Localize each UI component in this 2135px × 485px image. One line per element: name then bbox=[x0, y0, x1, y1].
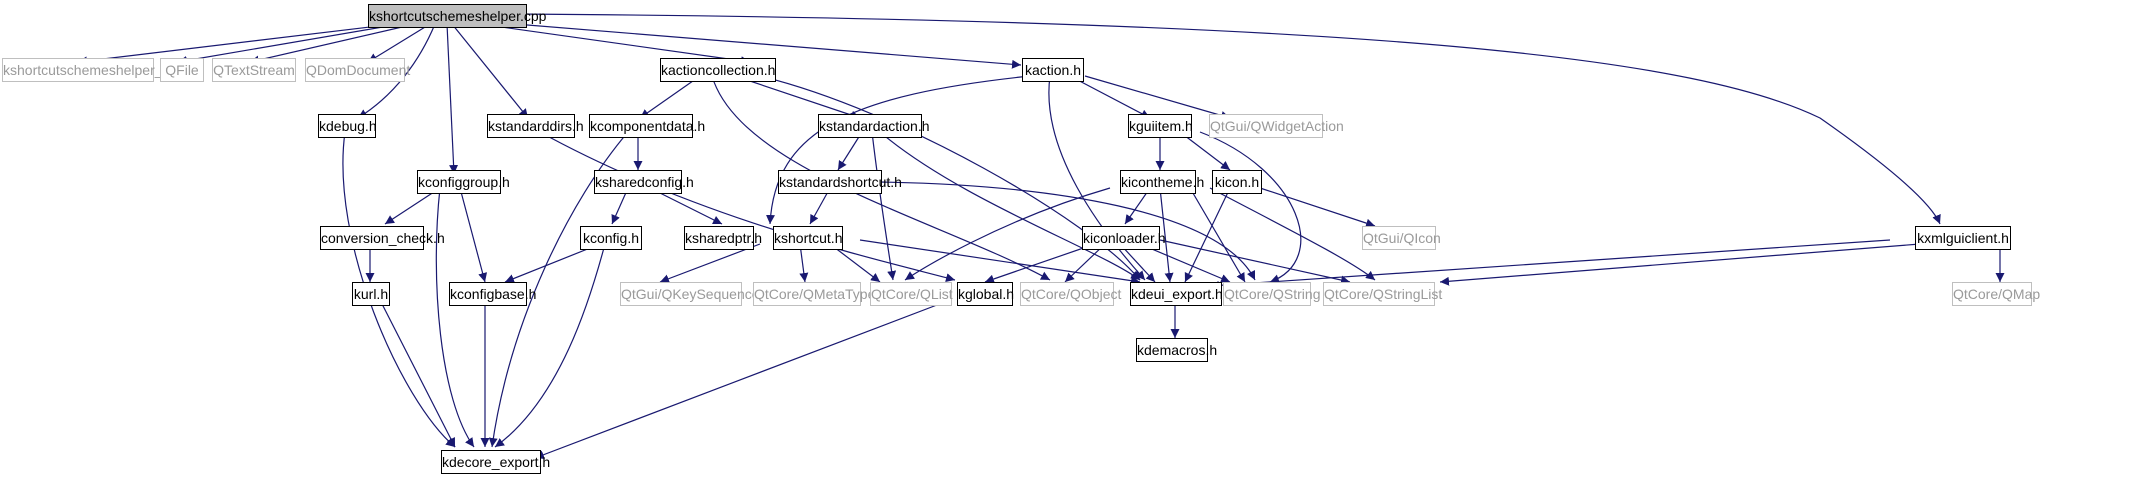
node-kconfigbase-h[interactable]: kconfigbase.h bbox=[449, 282, 536, 306]
node-kiconloader-h[interactable]: kiconloader.h bbox=[1082, 226, 1166, 250]
edge-kicon-to-qicon bbox=[1259, 187, 1376, 228]
edge-kiconloader-to-qstring bbox=[1139, 243, 1231, 283]
edge-kguiitem-to-kicon bbox=[1179, 131, 1231, 171]
edge-kicontheme-to-qstringlist bbox=[1209, 187, 1376, 281]
node-qtextstream: QTextStream bbox=[212, 58, 296, 82]
edge-kxmlguiclient-to-kdeui-export bbox=[1209, 239, 1891, 290]
node-kicon-h[interactable]: kicon.h bbox=[1212, 170, 1262, 194]
edge-kicontheme-to-kdeui-export bbox=[1159, 187, 1174, 283]
edge-kconfig-to-kdecore-export bbox=[494, 243, 606, 448]
edge-kxmlguiclient-to-qstringlist bbox=[1439, 243, 1921, 286]
edge-kaction-to-kguiitem bbox=[1069, 75, 1151, 119]
node-kicontheme-h[interactable]: kicontheme.h bbox=[1120, 170, 1204, 194]
node-qstringlist: QtCore/QStringList bbox=[1323, 282, 1442, 306]
edge-kurl-to-kdecore-export bbox=[379, 299, 456, 448]
node-kshortcut-h[interactable]: kshortcut.h bbox=[773, 226, 843, 250]
edge-root-to-qtextstream bbox=[249, 23, 416, 65]
edge-kstandardaction-to-qlist bbox=[871, 131, 897, 281]
edge-kicontheme-to-qlist bbox=[904, 187, 1111, 281]
edge-kaction-to-kshortcut bbox=[765, 75, 1031, 225]
edge-root-to-kactioncollection bbox=[479, 23, 751, 66]
edge-kactioncollection-to-kdeui-export bbox=[759, 75, 1141, 281]
edge-kstandarddirs-to-kglobal bbox=[539, 131, 956, 283]
node-kglobal-h[interactable]: kglobal.h bbox=[957, 282, 1014, 306]
edge-root-to-kxmlguiclient bbox=[514, 13, 1941, 225]
node-qstring: QtCore/QString bbox=[1223, 282, 1320, 306]
node-qdomdocument: QDomDocument bbox=[305, 58, 410, 82]
edge-kguiitem-to-qstring bbox=[1199, 131, 1302, 284]
edge-root-to-kaction bbox=[514, 23, 1022, 69]
node-ksharedconfig-h[interactable]: ksharedconfig.h bbox=[594, 170, 694, 194]
node-kstandarddirs-h[interactable]: kstandarddirs.h bbox=[487, 114, 584, 138]
node-qlist: QtCore/QList bbox=[870, 282, 953, 306]
node-qwidgetaction: QtGui/QWidgetAction bbox=[1209, 114, 1344, 138]
edge-ksharedconfig-to-ksharedptr bbox=[649, 187, 723, 225]
node-qmap: QtCore/QMap bbox=[1952, 282, 2040, 306]
node-qobject: QtCore/QObject bbox=[1020, 282, 1121, 306]
node-kstandardaction-h[interactable]: kstandardaction.h bbox=[818, 114, 930, 138]
node-kdebug-h[interactable]: kdebug.h bbox=[318, 114, 377, 138]
node-ksharedptr-h[interactable]: ksharedptr.h bbox=[684, 226, 762, 250]
node-qmetatype: QtCore/QMetaType bbox=[753, 282, 875, 306]
edge-kicon-to-kdeui-export bbox=[1184, 187, 1231, 283]
edge-kactioncollection-to-kstandardaction bbox=[734, 75, 861, 120]
node-qfile: QFile bbox=[160, 58, 204, 82]
edge-kicontheme-to-kiconloader bbox=[1124, 187, 1151, 225]
edge-kcomponentdata-to-kdecore-export bbox=[488, 131, 629, 448]
edge-ksharedconfig-to-kconfig bbox=[611, 187, 629, 225]
edge-kshortcut-to-kdeui-export bbox=[859, 239, 1141, 286]
edge-kstandardaction-to-kstandardshortcut bbox=[837, 131, 863, 171]
node-kconfiggroup-h[interactable]: kconfiggroup.h bbox=[417, 170, 510, 194]
edge-root-to-qdomdocument bbox=[367, 23, 431, 63]
node-kdecore-export-h[interactable]: kdecore_export.h bbox=[441, 450, 550, 474]
edge-kstandardaction-to-kdeui-export bbox=[879, 131, 1141, 281]
node-kxmlguiclient-h[interactable]: kxmlguiclient.h bbox=[1915, 226, 2011, 250]
edge-kiconloader-to-kglobal bbox=[984, 243, 1096, 284]
node-kaction-h[interactable]: kaction.h bbox=[1022, 58, 1084, 82]
node-kdeui-export-h[interactable]: kdeui_export.h bbox=[1130, 282, 1223, 306]
edge-kaction-to-qwidgetaction bbox=[1084, 75, 1231, 120]
edge-kshortcut-to-qmetatype bbox=[799, 243, 809, 283]
edge-kstandardshortcut-to-kshortcut bbox=[809, 187, 831, 225]
node-kconfig-h[interactable]: kconfig.h bbox=[580, 226, 642, 250]
node-kcomponentdata-h[interactable]: kcomponentdata.h bbox=[589, 114, 705, 138]
edge-kstandardshortcut-to-qstring bbox=[879, 181, 1256, 281]
node-kurl-h[interactable]: kurl.h bbox=[352, 282, 390, 306]
edge-kshortcut-to-qlist bbox=[829, 243, 881, 283]
edge-root-to-kconfiggroup bbox=[446, 23, 459, 175]
edge-kshortcut-to-qkeysequence bbox=[659, 243, 761, 284]
node-kactioncollection-h[interactable]: kactioncollection.h bbox=[660, 58, 776, 82]
edge-kactioncollection-to-kcomponentdata bbox=[639, 75, 701, 119]
node-kshortcutschemeshelper-cpp: kshortcutschemeshelper.cpp bbox=[368, 4, 546, 28]
edge-kaction-to-kdeui-export bbox=[1048, 75, 1146, 281]
node-qkeysequence: QtGui/QKeySequence bbox=[620, 282, 760, 306]
node-conversion-check-h[interactable]: conversion_check.h bbox=[320, 226, 445, 250]
edge-kconfig-to-kconfigbase bbox=[504, 243, 601, 283]
node-qicon: QtGui/QIcon bbox=[1362, 226, 1441, 250]
edge-kglobal-to-kdecore-export bbox=[534, 299, 951, 460]
edge-root-to-priv bbox=[77, 23, 396, 66]
node-kshortcutschemeshelper-p-h: kshortcutschemeshelper_p.h bbox=[2, 58, 182, 82]
node-kguiitem-h[interactable]: kguiitem.h bbox=[1128, 114, 1193, 138]
edge-kicontheme-to-qstring bbox=[1189, 187, 1246, 283]
edge-root-to-kstandarddirs bbox=[451, 23, 529, 119]
node-kdemacros-h[interactable]: kdemacros.h bbox=[1136, 338, 1217, 362]
edge-root-to-qfile bbox=[177, 23, 401, 65]
edge-kiconloader-to-qstringlist bbox=[1159, 239, 1351, 285]
node-kstandardshortcut-h[interactable]: kstandardshortcut.h bbox=[778, 170, 902, 194]
edge-kdebug-to-kdecore-export bbox=[342, 131, 456, 448]
edge-kiconloader-to-kdeui-export bbox=[1119, 243, 1156, 283]
edge-kconfiggroup-to-kconfigbase bbox=[459, 187, 488, 283]
edge-kconfiggroup-to-conversion-check bbox=[384, 187, 441, 225]
edge-kconfiggroup-to-kdecore-export bbox=[435, 187, 475, 448]
edge-kiconloader-to-qobject bbox=[1064, 243, 1106, 283]
